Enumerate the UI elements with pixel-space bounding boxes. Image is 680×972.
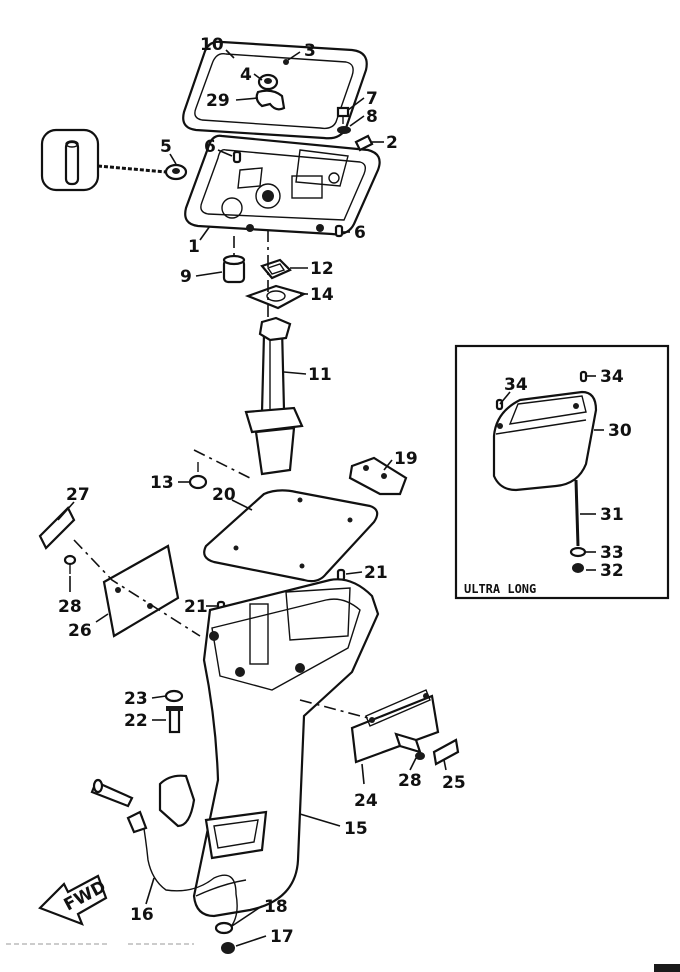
- label-6a: 6: [204, 137, 216, 157]
- bolt-22: [166, 706, 183, 734]
- label-4: 4: [240, 65, 252, 85]
- bracket-part: [255, 89, 286, 111]
- screw-28-right: [394, 732, 425, 760]
- label-18: 18: [264, 897, 288, 917]
- seal-part: [260, 258, 292, 280]
- label-3: 3: [304, 41, 316, 61]
- label-7: 7: [366, 89, 378, 109]
- label-1: 1: [188, 237, 200, 257]
- label-10: 10: [200, 35, 224, 55]
- label-30: 30: [608, 421, 632, 441]
- label-5: 5: [160, 137, 172, 157]
- ultra-long-inset: ULTRA LONG: [454, 344, 670, 600]
- label-21b: 21: [184, 597, 208, 617]
- bolt-13: [188, 462, 208, 490]
- label-20: 20: [212, 485, 236, 505]
- label-25: [432, 738, 460, 766]
- label-23: 23: [124, 689, 148, 709]
- label-6b: 6: [354, 223, 366, 243]
- assembly-line-4: [73, 539, 201, 637]
- label-19: 19: [394, 449, 418, 469]
- nut-17: [221, 942, 235, 954]
- fwd-arrow: FWD: [38, 874, 109, 926]
- label-15: 15: [344, 819, 368, 839]
- label-21a: 21: [364, 563, 388, 583]
- part-3-dot: [283, 59, 289, 65]
- bolt-part: [336, 106, 350, 124]
- label-16: 16: [130, 905, 154, 925]
- pin-part-2: [334, 224, 344, 238]
- label-34a: 34: [504, 375, 528, 395]
- fitting-19: [348, 456, 408, 496]
- label-8: 8: [366, 107, 378, 127]
- strip-27: [38, 506, 76, 550]
- label-26: 26: [68, 621, 92, 641]
- label-24: 24: [354, 791, 378, 811]
- driveshaft-housing: [192, 578, 380, 918]
- label-28a: 28: [58, 597, 82, 617]
- leader-lines: [57, 49, 604, 947]
- bolt-left: [90, 778, 134, 808]
- cover-plate-26: [102, 544, 180, 638]
- label-25: 25: [442, 773, 466, 793]
- label-34b: 34: [600, 367, 624, 387]
- sleeve-part: [222, 254, 246, 284]
- exhaust-tube: [244, 316, 304, 476]
- label-9: 9: [180, 267, 192, 287]
- gasket-part: [244, 284, 307, 310]
- assembly-line-1: [193, 449, 251, 479]
- part-number-labels: 10 3 4 29 7 8 2 5 6 6 1 9 12 14 11 13 19…: [58, 35, 632, 947]
- label-22: 22: [124, 711, 148, 731]
- inset-title: ULTRA LONG: [464, 582, 536, 596]
- grommet-part: [257, 73, 279, 91]
- label-32: 32: [600, 561, 624, 581]
- ground-wire-16: [126, 810, 238, 929]
- part-5: [164, 163, 188, 181]
- screw-28-left: [63, 554, 77, 574]
- label-11: 11: [308, 365, 332, 385]
- label-29: 29: [206, 91, 230, 111]
- pin-part: [232, 150, 242, 164]
- washer-23: [164, 689, 184, 703]
- label-31: 31: [600, 505, 624, 525]
- cover-plate-24: [350, 689, 440, 764]
- label-12: 12: [310, 259, 334, 279]
- top-gasket: [182, 40, 368, 140]
- label-17: 17: [270, 927, 294, 947]
- washer-part: [337, 126, 351, 134]
- label-13: 13: [150, 473, 174, 493]
- label-28b: 28: [398, 771, 422, 791]
- plate-bracket: [158, 774, 196, 828]
- label-14: 14: [310, 285, 334, 305]
- label-27: 27: [66, 485, 90, 505]
- fitting-part: [354, 134, 374, 152]
- label-2: 2: [386, 133, 398, 153]
- gasket-20: [203, 489, 379, 583]
- assembly-line-5: [299, 699, 369, 719]
- washer-18: [214, 921, 234, 935]
- detail-callout: [40, 128, 167, 192]
- label-33: 33: [600, 543, 624, 563]
